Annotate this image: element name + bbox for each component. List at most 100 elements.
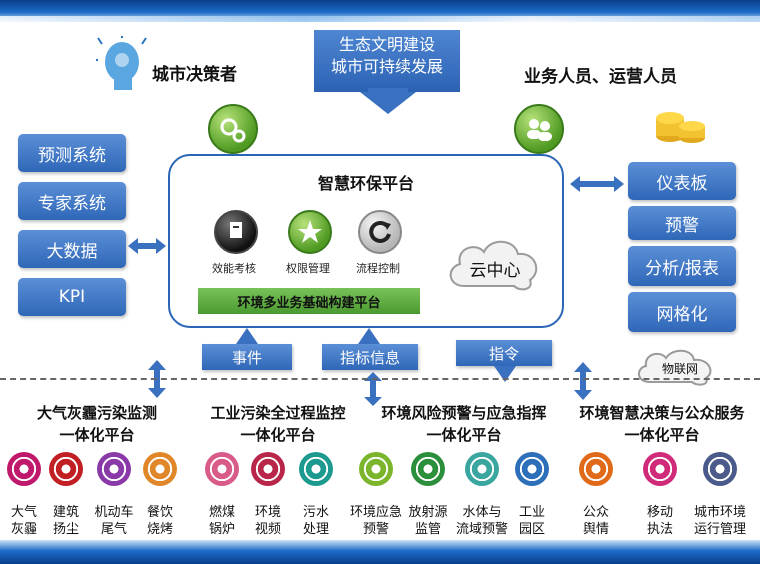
up-arrow-icon — [358, 328, 380, 344]
head-gears-icon — [96, 36, 147, 90]
cloud-center-label: 云中心 — [469, 261, 521, 281]
subsystem-label-line2: 执法 — [646, 522, 673, 537]
category-0: 大气灰霾污染监测 一体化平台 — [12, 402, 182, 446]
indicator-label: 指标信息 — [322, 344, 418, 370]
subsystem-label-line1: 机动车 — [94, 505, 134, 520]
subsystem-label-line2: 预警 — [362, 522, 389, 537]
subsystem-label: 环境应急预警 — [350, 504, 402, 538]
down-arrow-icon — [494, 366, 516, 382]
subsystem-label: 公众舆情 — [570, 504, 622, 538]
right-module-3: 网格化 — [628, 292, 736, 332]
business-staff-label: 业务人员、运营人员 — [524, 67, 677, 87]
subsystem-label-line2: 视频 — [254, 522, 281, 537]
platform-icon-label-0: 效能考核 — [212, 262, 256, 275]
goal-line1: 生态文明建设 — [338, 35, 435, 54]
platform-icon-label-1: 权限管理 — [286, 262, 330, 275]
base-platform-bar: 环境多业务基础构建平台 — [198, 288, 420, 314]
subsystem-label-line1: 燃煤 — [208, 505, 235, 520]
category-3-line2: 一体化平台 — [624, 426, 700, 444]
subsystem-label-line1: 放射源 — [408, 505, 448, 520]
subsystem-label-line2: 灰霾 — [10, 522, 37, 537]
subsystem-label-line2: 流域预警 — [456, 522, 509, 537]
subsystem-icon — [7, 452, 41, 486]
subsystem-icon — [515, 452, 549, 486]
up-arrow-icon — [236, 328, 258, 344]
subsystem-label-line1: 环境应急 — [350, 505, 403, 520]
dashed-divider — [0, 378, 760, 380]
subsystem-icon — [579, 452, 613, 486]
left-system-1: 专家系统 — [18, 182, 126, 220]
platform-icon-label-2: 流程控制 — [356, 262, 400, 275]
subsystem-icon — [411, 452, 445, 486]
subsystem-label: 污水处理 — [290, 504, 342, 538]
subsystem-label: 燃煤锅炉 — [196, 504, 248, 538]
subsystem-label: 机动车尾气 — [88, 504, 140, 538]
subsystem-label: 大气灰霾 — [0, 504, 50, 538]
subsystem-label: 工业园区 — [506, 504, 558, 538]
subsystem-icon — [205, 452, 239, 486]
event-label: 事件 — [202, 344, 292, 370]
subsystem-icon — [251, 452, 285, 486]
category-2-line1: 环境风险预警与应急指挥 — [381, 404, 547, 422]
category-0-line2: 一体化平台 — [59, 426, 135, 444]
category-1: 工业污染全过程监控 一体化平台 — [186, 402, 370, 446]
subsystem-label-line1: 工业 — [518, 505, 545, 520]
down-arrow-icon — [360, 88, 416, 114]
right-module-2: 分析/报表 — [628, 246, 736, 286]
refresh-icon — [358, 210, 402, 254]
subsystem-label-line2: 舆情 — [582, 522, 609, 537]
left-system-0: 预测系统 — [18, 134, 126, 172]
subsystem-label-line1: 建筑 — [52, 505, 79, 520]
smart-env-platform: 智慧环保平台 效能考核 权限管理 流程控制 环境多业务基础构建平台 云中心 — [168, 154, 564, 328]
category-2-line2: 一体化平台 — [426, 426, 502, 444]
users-icon — [514, 104, 564, 154]
category-1-line1: 工业污染全过程监控 — [210, 404, 346, 422]
subsystem-label: 城市环境运行管理 — [694, 504, 746, 538]
subsystem-icon — [97, 452, 131, 486]
subsystem-label-line1: 大气 — [10, 505, 37, 520]
subsystem-label-line1: 污水 — [302, 505, 329, 520]
top-banner — [0, 0, 760, 22]
subsystem-label-line2: 园区 — [518, 522, 545, 537]
vertical-double-arrow-icon — [364, 372, 382, 406]
subsystem-icon — [359, 452, 393, 486]
subsystem-label-line1: 水体与 — [462, 505, 502, 520]
category-3-line1: 环境智慧决策与公众服务 — [579, 404, 745, 422]
subsystem-label-line1: 移动 — [646, 505, 673, 520]
category-3: 环境智慧决策与公众服务 一体化平台 — [566, 402, 758, 446]
left-system-2: 大数据 — [18, 230, 126, 268]
platform-title: 智慧环保平台 — [317, 174, 414, 193]
cloud-center-icon — [449, 240, 538, 291]
subsystem-label-line2: 扬尘 — [52, 522, 79, 537]
category-2: 环境风险预警与应急指挥 一体化平台 — [364, 402, 564, 446]
report-icon — [214, 210, 258, 254]
subsystem-icon — [299, 452, 333, 486]
subsystem-label: 水体与流域预警 — [456, 504, 508, 538]
subsystem-label: 放射源监管 — [402, 504, 454, 538]
vertical-double-arrow-icon — [574, 362, 592, 400]
subsystem-label-line2: 处理 — [302, 522, 329, 537]
subsystem-label-line1: 公众 — [582, 505, 609, 520]
command-label: 指令 — [456, 340, 552, 366]
category-1-line2: 一体化平台 — [240, 426, 316, 444]
subsystem-icon — [643, 452, 677, 486]
subsystem-label: 环境视频 — [242, 504, 294, 538]
category-0-line1: 大气灰霾污染监测 — [36, 404, 157, 422]
subsystem-label-line2: 监管 — [414, 522, 441, 537]
subsystem-label: 移动执法 — [634, 504, 686, 538]
right-module-0: 仪表板 — [628, 162, 736, 200]
double-arrow-right-icon — [570, 176, 624, 192]
subsystem-label: 餐饮烧烤 — [134, 504, 186, 538]
subsystem-label-line2: 尾气 — [100, 522, 127, 537]
goal-line2: 城市可持续发展 — [330, 57, 443, 76]
coins-icon — [656, 112, 705, 143]
left-system-3: KPI — [18, 278, 126, 316]
star-icon — [288, 210, 332, 254]
subsystem-label-line1: 环境 — [254, 505, 281, 520]
subsystem-label-line1: 城市环境 — [694, 505, 747, 520]
subsystem-label-line1: 餐饮 — [146, 505, 173, 520]
bottom-banner — [0, 540, 760, 564]
goal-box: 生态文明建设 城市可持续发展 — [314, 30, 460, 92]
subsystem-label-line2: 烧烤 — [146, 522, 173, 537]
subsystem-icon — [465, 452, 499, 486]
